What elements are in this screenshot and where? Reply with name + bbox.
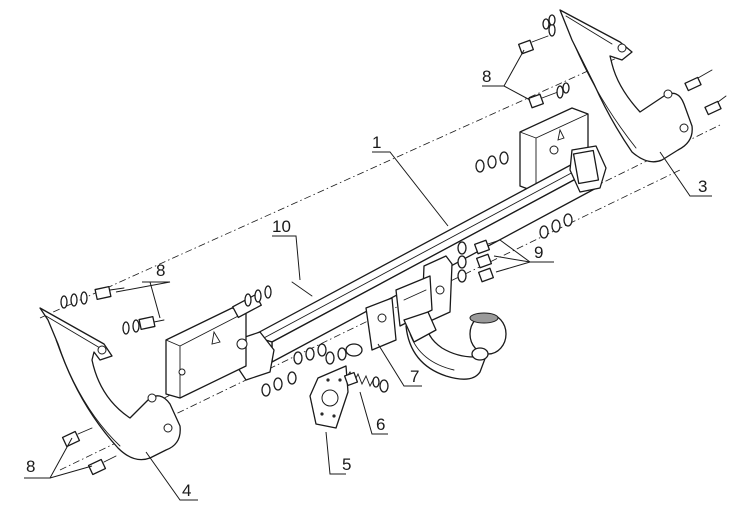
leader-lines xyxy=(24,49,712,501)
label-part-8-left-top: 8 xyxy=(156,261,165,280)
label-part-9: 9 xyxy=(534,243,543,262)
label-part-5: 5 xyxy=(342,455,351,474)
bolt-set-9 xyxy=(457,239,501,283)
right-side-bracket xyxy=(559,9,693,163)
label-part-10: 10 xyxy=(272,217,291,236)
towball-mount xyxy=(325,255,453,365)
label-part-6: 6 xyxy=(376,415,385,434)
part-number-labels: 1 3 4 5 6 7 8 8 8 9 10 xyxy=(26,67,707,500)
label-part-3: 3 xyxy=(698,177,707,196)
label-part-4: 4 xyxy=(182,481,191,500)
bolt-set-far-right xyxy=(684,69,727,116)
socket-plate-5 xyxy=(309,365,349,429)
spring-bolt-6 xyxy=(343,371,389,393)
bolt-set-10 xyxy=(244,281,327,397)
tow-ball xyxy=(403,311,507,380)
bolt-set-top-left xyxy=(60,286,165,335)
label-part-8-top-right: 8 xyxy=(482,67,491,86)
left-side-bracket xyxy=(39,307,181,461)
label-part-1: 1 xyxy=(372,133,381,152)
label-part-8-left-bottom: 8 xyxy=(26,457,35,476)
bolt-set-top-right xyxy=(518,14,570,109)
fasteners-right-plate xyxy=(475,151,573,239)
label-part-7: 7 xyxy=(410,367,419,386)
